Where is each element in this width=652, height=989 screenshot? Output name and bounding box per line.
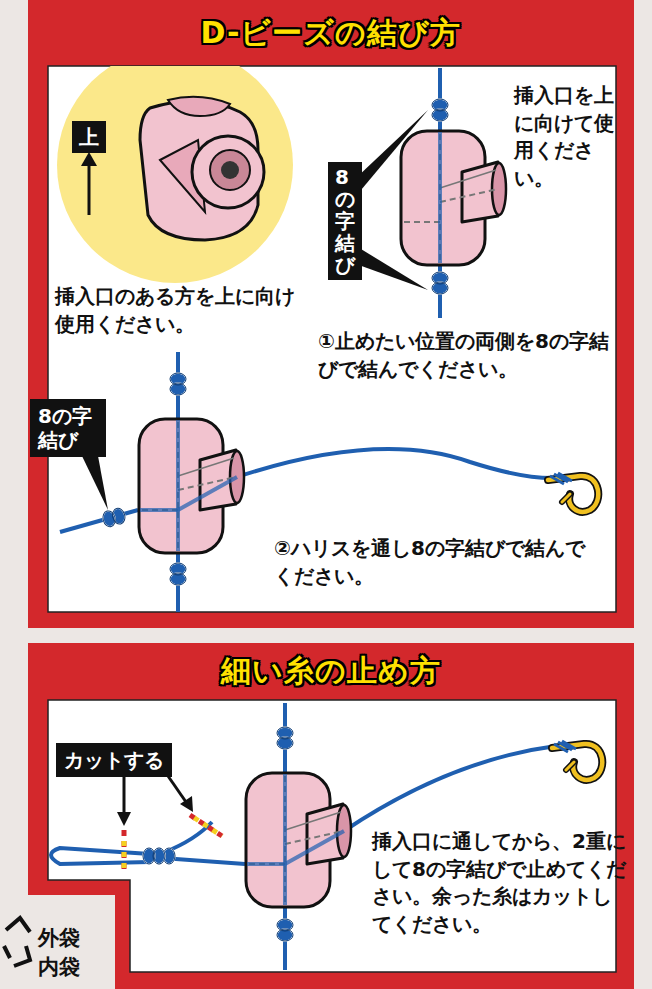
title-band: D-ビーズの結び方 <box>28 0 634 66</box>
callout-text: カットする <box>64 748 164 772</box>
callout-box: 上 <box>72 121 106 153</box>
red-frame <box>28 643 634 989</box>
note-text: 挿入口を上に向けて使用ください。 <box>514 82 620 192</box>
bead-3d <box>140 97 264 240</box>
leader <box>356 110 428 196</box>
note-text: 内袋 <box>38 953 80 982</box>
section-title: 細い糸の止め方 <box>221 651 441 692</box>
section-title: D-ビーズの結び方 <box>201 13 462 54</box>
callout-text: 8の字結び <box>335 166 355 276</box>
leader <box>82 456 108 510</box>
title-band: 細い糸の止め方 <box>28 643 634 700</box>
callout-text: 上 <box>79 125 99 149</box>
leader <box>356 246 428 290</box>
red-frame <box>28 0 634 628</box>
note-text: ①止めたい位置の両側を8の字結びで結んでください。 <box>318 328 612 383</box>
callout-text: 8の字結び <box>38 404 98 452</box>
hook <box>552 741 602 780</box>
up-arrow <box>88 162 91 215</box>
note-text: ②ハリスを通し8の字結びで結んでください。 <box>274 535 594 590</box>
callout-box: 8の字結び <box>30 399 106 457</box>
bead <box>139 419 244 553</box>
bead <box>401 131 506 265</box>
note-text: 外袋 <box>38 924 80 953</box>
recycle-mark <box>4 918 30 966</box>
highlight-circle <box>57 66 293 283</box>
bead <box>246 773 351 907</box>
hook <box>548 473 598 512</box>
cut-mark <box>124 815 222 872</box>
note-text: 挿入口に通してから、2重にして8の字結びで止めてください。余った糸はカットしてく… <box>372 828 626 938</box>
note-text: 挿入口のある方を上に向け使用ください。 <box>55 283 303 338</box>
callout-box: カットする <box>56 743 172 777</box>
callout-box: 8の字結び <box>328 162 362 280</box>
